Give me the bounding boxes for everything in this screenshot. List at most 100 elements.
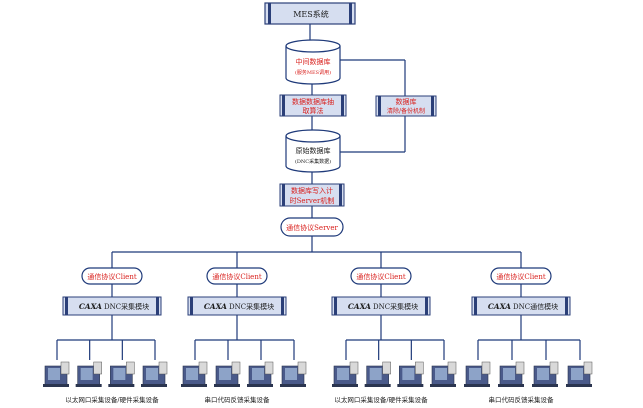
machine-window (537, 368, 549, 380)
machine-control-panel (515, 361, 525, 375)
cnc-machine-icon (43, 340, 70, 387)
machine-control-panel (415, 361, 424, 375)
module-edge-left (334, 297, 337, 315)
machine-base (430, 384, 456, 387)
write-server-line2: 时Server机制 (290, 196, 335, 205)
module-edge-right (281, 297, 284, 315)
machine-base (247, 384, 273, 387)
module-edge-left (65, 297, 68, 315)
machine-base (108, 384, 135, 387)
machine-control-panel (264, 361, 274, 375)
machine-control-panel (93, 361, 102, 375)
machine-window (571, 368, 583, 380)
dnc-module-box (331, 296, 431, 316)
machine-window (48, 368, 60, 380)
central-database-cylinder: 中间数据库 (服务MES调用) (285, 39, 341, 85)
extract-algorithm-line1: 数据数据库抽 (292, 97, 334, 106)
machine-control-panel (231, 361, 241, 375)
machine-window (469, 368, 481, 380)
machine-base (141, 384, 167, 387)
machine-window (402, 368, 415, 380)
module-edge-left (190, 297, 193, 315)
caxa-brand-label: CAXA (348, 302, 371, 311)
machine-base (532, 384, 558, 387)
cnc-machine-icon (498, 340, 525, 387)
machine-control-panel (583, 361, 593, 375)
machines-layer (43, 340, 593, 387)
device-group-caption: 串口代码反馈采集设备 (489, 395, 555, 404)
cnc-machine-icon (364, 340, 391, 387)
machine-base (43, 384, 69, 387)
write-server-box: 数据库写入计 时Server机制 (279, 183, 345, 207)
machine-control-panel (158, 361, 168, 375)
machine-base (498, 384, 524, 387)
protocol-client-node (81, 267, 143, 285)
cnc-machine-icon (247, 340, 274, 387)
cnc-machine-icon (108, 340, 135, 387)
protocol-client-label: 通信协议Client (356, 272, 405, 281)
module-edge-right (156, 297, 159, 315)
machine-control-panel (60, 361, 70, 375)
machine-window (146, 368, 158, 380)
cnc-machine-icon (430, 340, 457, 387)
central-database-label: 中间数据库 (296, 57, 331, 66)
cnc-machine-icon (141, 340, 168, 387)
module-edge-right (425, 297, 428, 315)
machine-window (252, 368, 264, 380)
machine-control-panel (198, 361, 208, 375)
raw-database-sublabel: (DNC采集数据) (295, 158, 331, 165)
cnc-machine-icon (397, 340, 424, 387)
raw-database-label: 原始数据库 (296, 146, 331, 155)
dnc-module-label: DNC采集模块 (104, 302, 149, 311)
connectors (57, 24, 580, 341)
dnc-module-box (187, 296, 287, 316)
protocol-server-node: 通信协议Server (280, 217, 344, 237)
backup-mechanism-box: 数据库 清除/备份机制 (375, 95, 437, 117)
machine-control-panel (382, 361, 391, 375)
raw-database-cylinder: 原始数据库 (DNC采集数据) (285, 129, 341, 173)
dnc-module-box (62, 296, 162, 316)
write-server-line1: 数据库写入计 (291, 186, 333, 195)
machine-base (397, 384, 424, 387)
machine-control-panel (297, 361, 307, 375)
cnc-machine-icon (332, 340, 359, 387)
machine-base (464, 384, 490, 387)
machine-window (80, 368, 93, 380)
machine-window (337, 368, 349, 380)
protocol-client-node (490, 267, 552, 285)
machine-base (364, 384, 391, 387)
machine-base (181, 384, 207, 387)
machine-control-panel (481, 361, 491, 375)
machine-base (214, 384, 240, 387)
machine-window (435, 368, 447, 380)
protocol-client-node (206, 267, 268, 285)
backup-mechanism-line1: 数据库 (396, 97, 417, 106)
dnc-module-box (471, 296, 571, 316)
device-group-caption: 以太网口采集设备/硬件采集设备 (65, 395, 159, 404)
machine-window (503, 368, 515, 380)
machine-base (332, 384, 358, 387)
machine-control-panel (349, 361, 359, 375)
machine-window (186, 368, 198, 380)
caxa-brand-label: CAXA (204, 302, 227, 311)
extract-algorithm-line2: 取算法 (303, 106, 324, 115)
machine-window (113, 368, 126, 380)
machine-window (285, 368, 297, 380)
machine-control-panel (126, 361, 135, 375)
machine-control-panel (447, 361, 457, 375)
cnc-machine-icon (532, 340, 559, 387)
device-group-caption: 以太网口采集设备/硬件采集设备 (334, 395, 428, 404)
protocol-server-label: 通信协议Server (286, 223, 338, 232)
protocol-client-label: 通信协议Client (212, 272, 261, 281)
machine-window (369, 368, 382, 380)
cnc-machine-icon (280, 340, 307, 387)
module-edge-left (474, 297, 477, 315)
module-edge-right (565, 297, 568, 315)
cnc-machine-icon (464, 340, 491, 387)
